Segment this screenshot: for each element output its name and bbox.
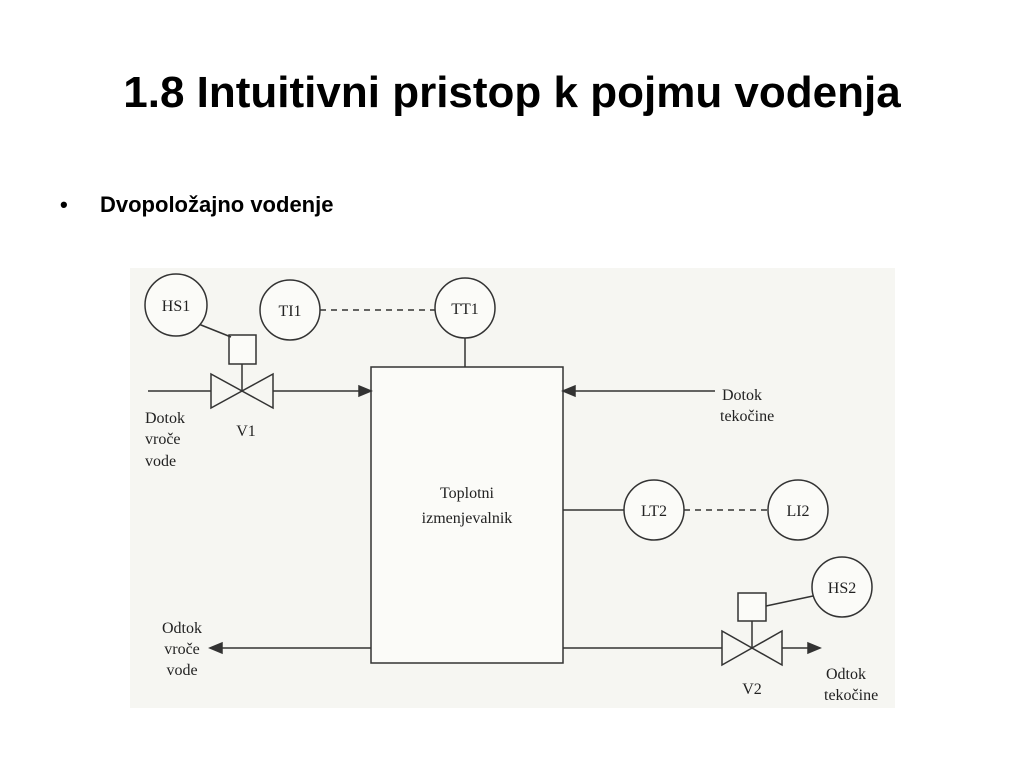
hot-in-label-3: vode <box>145 453 176 470</box>
ti1-label: TI1 <box>278 303 301 320</box>
hot-in-label-1: Dotok <box>145 410 185 427</box>
exchanger-label-line1: Toplotni <box>440 485 495 502</box>
hs2-signal-line <box>765 595 814 607</box>
heat-exchanger-box <box>370 366 564 664</box>
hs1-signal-line <box>195 322 232 338</box>
bullet-item: • Dvopoložajno vodenje <box>60 192 333 218</box>
liquid-in-label-1: Dotok <box>722 387 762 404</box>
liquid-outlet-arrow <box>807 641 822 655</box>
hot-out-label-3: vode <box>166 662 197 679</box>
tt1-label: TT1 <box>451 301 479 318</box>
bullet-dot-icon: • <box>60 192 68 217</box>
process-diagram: HS1 TI1 TT1 LT2 LI2 HS2 V1 V2 Toplotni i… <box>130 268 895 708</box>
li2-label: LI2 <box>786 503 809 520</box>
exchanger-label-line2: izmenjevalnik <box>422 510 513 527</box>
hot-water-inlet-arrow <box>358 384 373 398</box>
hs1-bubble <box>144 273 208 337</box>
li2-bubble <box>767 479 829 541</box>
liquid-out-label-2: tekočine <box>824 687 878 704</box>
valve-v1-right <box>240 372 274 410</box>
liquid-inlet-arrow <box>561 384 576 398</box>
hs2-label: HS2 <box>828 580 856 597</box>
valve-v2-label: V2 <box>742 681 762 698</box>
valve-v1-label: V1 <box>236 423 256 440</box>
hs1-label: HS1 <box>162 298 190 315</box>
valve-v2-actuator <box>737 592 767 622</box>
bullet-text: Dvopoložajno vodenje <box>100 192 334 217</box>
hot-out-label-2: vroče <box>164 641 200 658</box>
valve-v2-left <box>721 629 754 667</box>
liquid-in-label-2: tekočine <box>720 408 774 425</box>
slide-title: 1.8 Intuitivni pristop k pojmu vodenja <box>123 68 901 117</box>
valve-v1-actuator <box>228 334 257 365</box>
valve-v1-left <box>210 372 244 410</box>
hs2-bubble <box>811 556 873 618</box>
liquid-out-label-1: Odtok <box>826 666 866 683</box>
hot-out-label-1: Odtok <box>162 620 202 637</box>
hot-in-label-2: vroče <box>145 431 181 448</box>
hot-water-outlet-arrow <box>208 641 223 655</box>
lt2-label: LT2 <box>641 503 667 520</box>
